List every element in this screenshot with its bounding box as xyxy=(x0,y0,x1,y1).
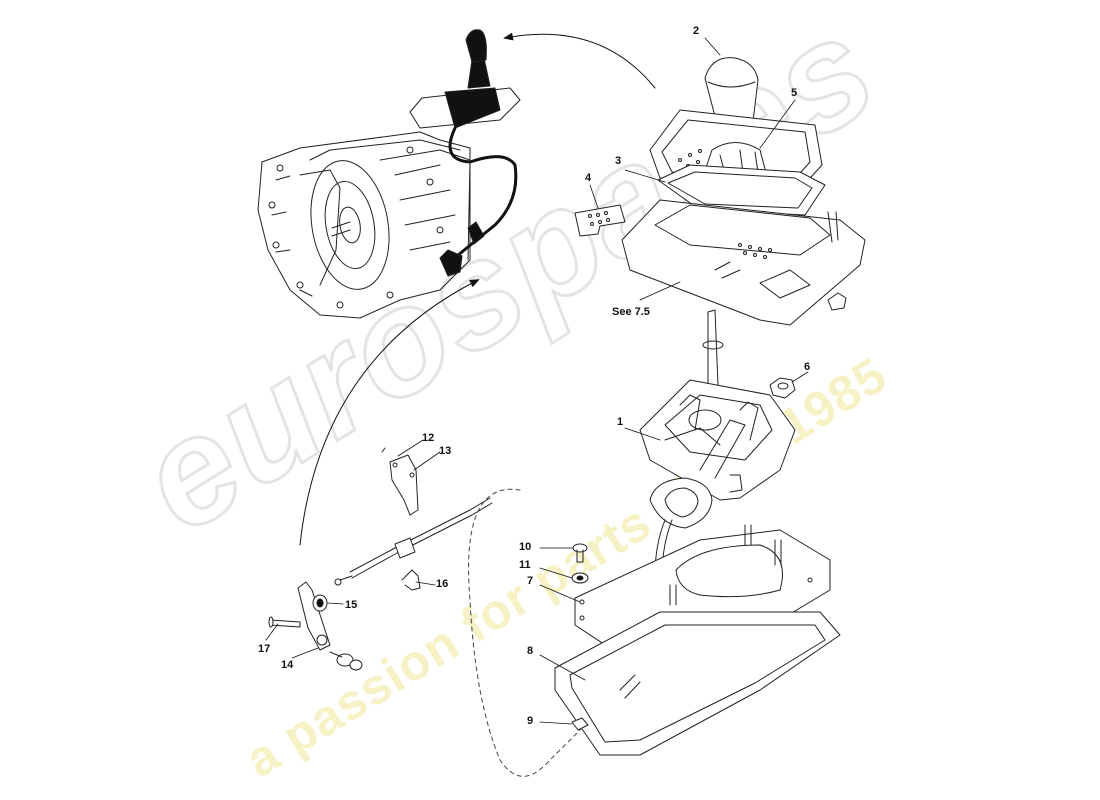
cable-bracket xyxy=(381,447,419,516)
leader-7 xyxy=(539,584,581,603)
callout-9: 9 xyxy=(527,715,534,727)
shift-mechanism xyxy=(639,309,796,529)
callout-14: 14 xyxy=(281,659,294,671)
callout-12: 12 xyxy=(422,432,435,444)
bezel-frame xyxy=(657,164,826,216)
leader-14 xyxy=(291,647,319,659)
callout-11: 11 xyxy=(519,559,531,571)
leader-11 xyxy=(539,567,573,579)
callout-4: 4 xyxy=(585,172,592,184)
callout-1: 1 xyxy=(617,416,624,428)
leader-12 xyxy=(397,439,424,457)
wiring-harness xyxy=(448,126,518,264)
indicator-plate xyxy=(574,204,626,237)
leader-2 xyxy=(704,37,721,56)
bush xyxy=(312,594,328,612)
leader-17 xyxy=(265,623,279,641)
screw xyxy=(572,543,588,563)
leader-15 xyxy=(327,602,344,605)
nut-bolt xyxy=(329,651,363,671)
console-panel xyxy=(621,199,866,326)
gasket xyxy=(554,611,841,756)
see-reference: See 7.5 xyxy=(612,306,650,318)
leader-5 xyxy=(759,99,796,149)
transmission-selector xyxy=(409,29,521,129)
callout-7: 7 xyxy=(527,575,534,587)
washer xyxy=(571,572,589,584)
callout-17: 17 xyxy=(258,643,271,655)
leader-13 xyxy=(413,451,441,471)
stud-nut xyxy=(827,292,847,311)
callout-2: 2 xyxy=(693,25,700,37)
leader-4 xyxy=(589,184,599,209)
callout-6: 6 xyxy=(804,361,811,373)
nut xyxy=(769,377,796,399)
leader-6 xyxy=(791,371,809,383)
leader-see xyxy=(639,281,681,301)
callout-13: 13 xyxy=(439,445,452,457)
stud xyxy=(827,211,839,243)
callout-3: 3 xyxy=(615,155,622,167)
cable-clip xyxy=(401,569,421,591)
transmission-assembly xyxy=(257,131,471,319)
leader-8 xyxy=(539,654,586,681)
arrow-to-transmission-top xyxy=(503,32,656,89)
leader-9 xyxy=(539,721,573,725)
clip xyxy=(571,717,589,731)
callout-10: 10 xyxy=(519,541,532,553)
dashed-loop xyxy=(468,488,586,777)
leader-1 xyxy=(624,427,661,441)
selector-lever xyxy=(297,581,331,651)
pin xyxy=(268,616,301,628)
callout-15: 15 xyxy=(345,599,358,611)
arrow-to-transmission-bottom xyxy=(299,279,480,546)
leader-3 xyxy=(624,169,666,183)
callout-5: 5 xyxy=(791,87,798,99)
gearshift-cable xyxy=(334,497,493,586)
callout-16: 16 xyxy=(436,578,449,590)
callout-8: 8 xyxy=(527,645,534,657)
leader-16 xyxy=(415,581,436,586)
